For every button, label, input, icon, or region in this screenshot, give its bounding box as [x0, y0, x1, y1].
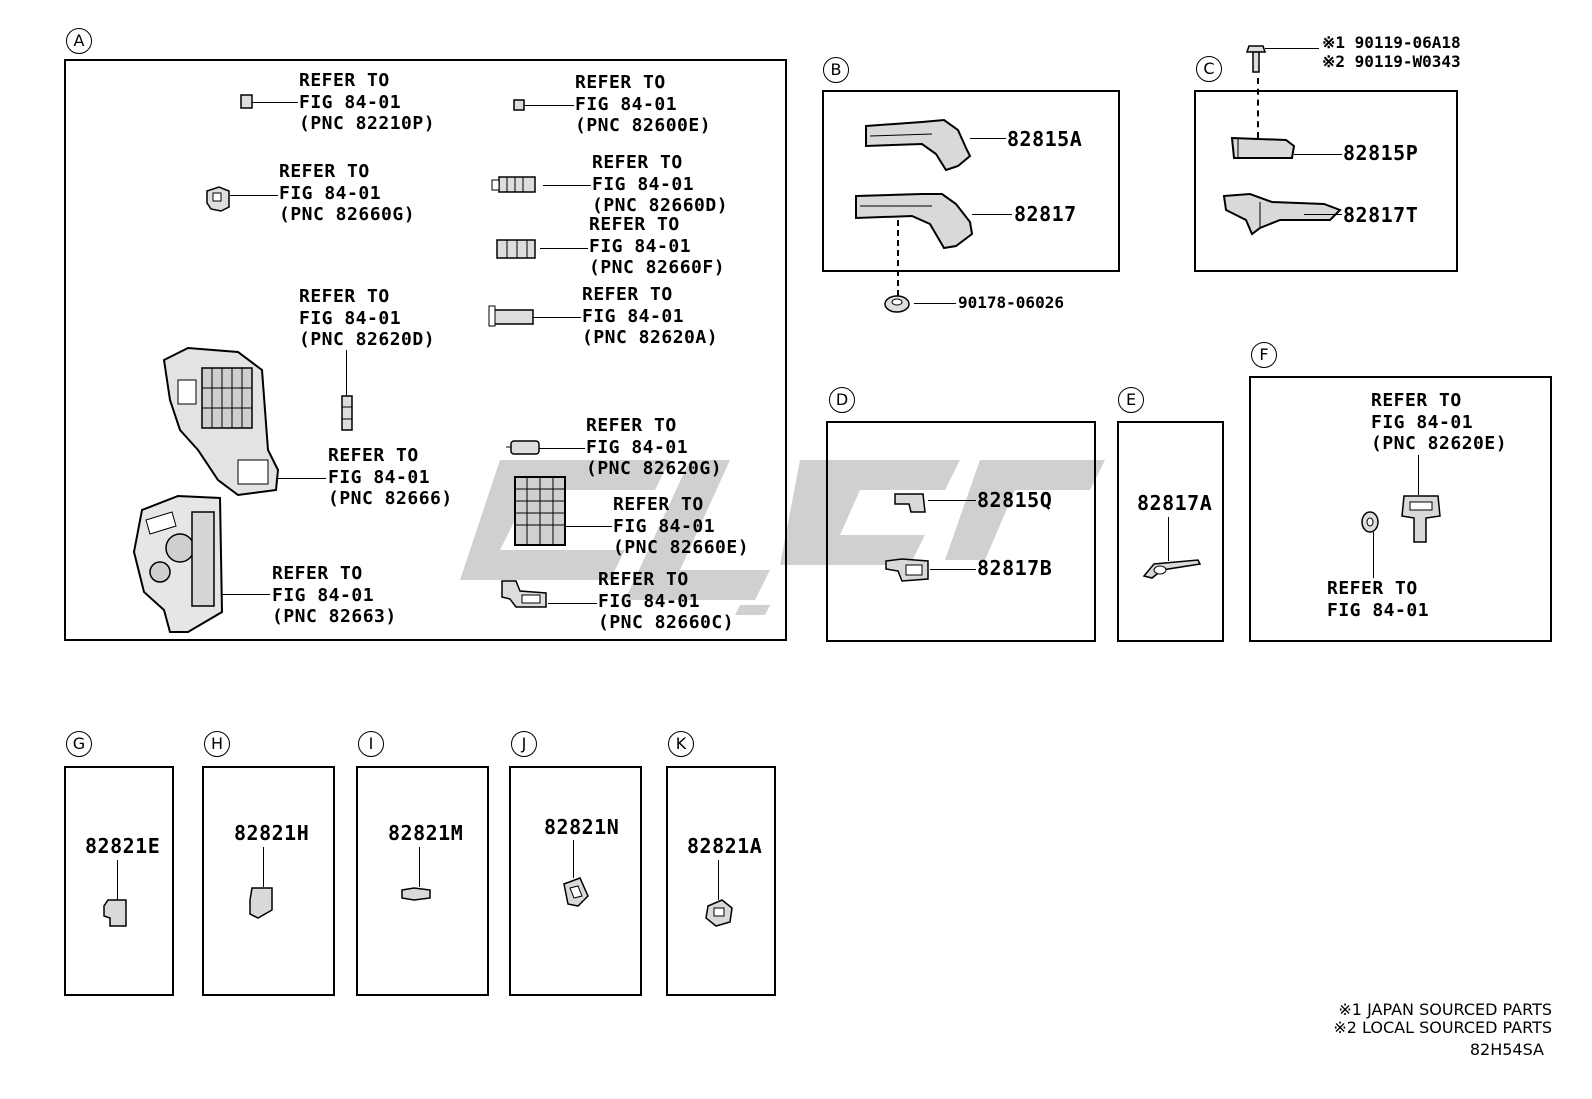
- part-82821a: 82821A: [687, 834, 763, 858]
- part-90178-06026: 90178-06026: [958, 293, 1064, 312]
- footnote-japan-sourced: ※1 JAPAN SOURCED PARTS: [1338, 1000, 1552, 1019]
- section-c-marker: C: [1196, 56, 1222, 82]
- connector-small-icon: [513, 99, 525, 111]
- section-a-marker: A: [66, 28, 92, 54]
- part-82817a: 82817A: [1137, 491, 1213, 515]
- bracket-icon: [1142, 559, 1202, 579]
- part-82817b: 82817B: [977, 556, 1053, 580]
- section-g-box: [64, 766, 174, 996]
- section-f-marker: F: [1251, 342, 1277, 368]
- section-e-marker: E: [1118, 387, 1144, 413]
- section-k-box: [666, 766, 776, 996]
- section-a-box: [64, 59, 787, 641]
- part-82815q: 82815Q: [977, 488, 1053, 512]
- footnote-local-sourced: ※2 LOCAL SOURCED PARTS: [1333, 1018, 1552, 1037]
- section-d-marker: D: [829, 387, 855, 413]
- clip-bracket-icon: [563, 877, 589, 907]
- part-90119-w0343: ※2 90119-W0343: [1322, 52, 1461, 71]
- clip-bracket-icon: [103, 899, 127, 927]
- relay-icon: [206, 186, 230, 212]
- clip-bracket-icon: [249, 887, 273, 919]
- part-90119-06a18: ※1 90119-06A18: [1322, 33, 1461, 52]
- section-i-marker: I: [358, 731, 384, 757]
- connector-small-icon: [506, 440, 540, 455]
- cover-upper-icon: [865, 118, 972, 172]
- bolt-icon: [1245, 45, 1267, 73]
- part-82817t: 82817T: [1343, 203, 1419, 227]
- connector-icon: [496, 239, 536, 259]
- section-g-marker: G: [66, 731, 92, 757]
- junction-block-icon: [162, 346, 280, 497]
- cover-upper-icon: [1230, 136, 1296, 159]
- fuse-icon: [341, 395, 353, 431]
- part-82821m: 82821M: [388, 821, 464, 845]
- relay-icon: [1401, 495, 1441, 543]
- section-b-box: [822, 90, 1120, 272]
- clip-bracket-icon: [705, 899, 733, 927]
- section-j-box: [509, 766, 642, 996]
- section-k-marker: K: [668, 731, 694, 757]
- relay-icon: [501, 580, 547, 608]
- cover-lower-icon: [885, 558, 929, 582]
- fuse-block-icon: [514, 476, 566, 546]
- part-82815a: 82815A: [1007, 127, 1083, 151]
- clip-icon: [884, 295, 910, 313]
- grommet-icon: [1361, 511, 1379, 533]
- section-f-box: [1249, 376, 1552, 642]
- section-i-box: [356, 766, 489, 996]
- part-82817: 82817: [1014, 202, 1077, 226]
- section-b-marker: B: [823, 57, 849, 83]
- connector-small-icon: [240, 94, 253, 109]
- section-d-box: [826, 421, 1096, 642]
- section-h-marker: H: [204, 731, 230, 757]
- ecu-housing-icon: [132, 494, 224, 633]
- section-e-box: [1117, 421, 1224, 642]
- section-c-box: [1194, 90, 1458, 272]
- part-82821e: 82821E: [85, 834, 161, 858]
- cover-upper-icon: [894, 493, 926, 513]
- clip-icon: [401, 887, 431, 901]
- part-82815p: 82815P: [1343, 141, 1419, 165]
- part-82821n: 82821N: [544, 815, 620, 839]
- connector-icon: [488, 305, 534, 327]
- part-82821h: 82821H: [234, 821, 310, 845]
- section-j-marker: J: [511, 731, 537, 757]
- section-h-box: [202, 766, 335, 996]
- cover-lower-icon: [1222, 192, 1342, 236]
- connector-icon: [491, 176, 536, 193]
- cover-lower-icon: [855, 193, 974, 250]
- figure-code: 82H54SA: [1469, 1040, 1544, 1059]
